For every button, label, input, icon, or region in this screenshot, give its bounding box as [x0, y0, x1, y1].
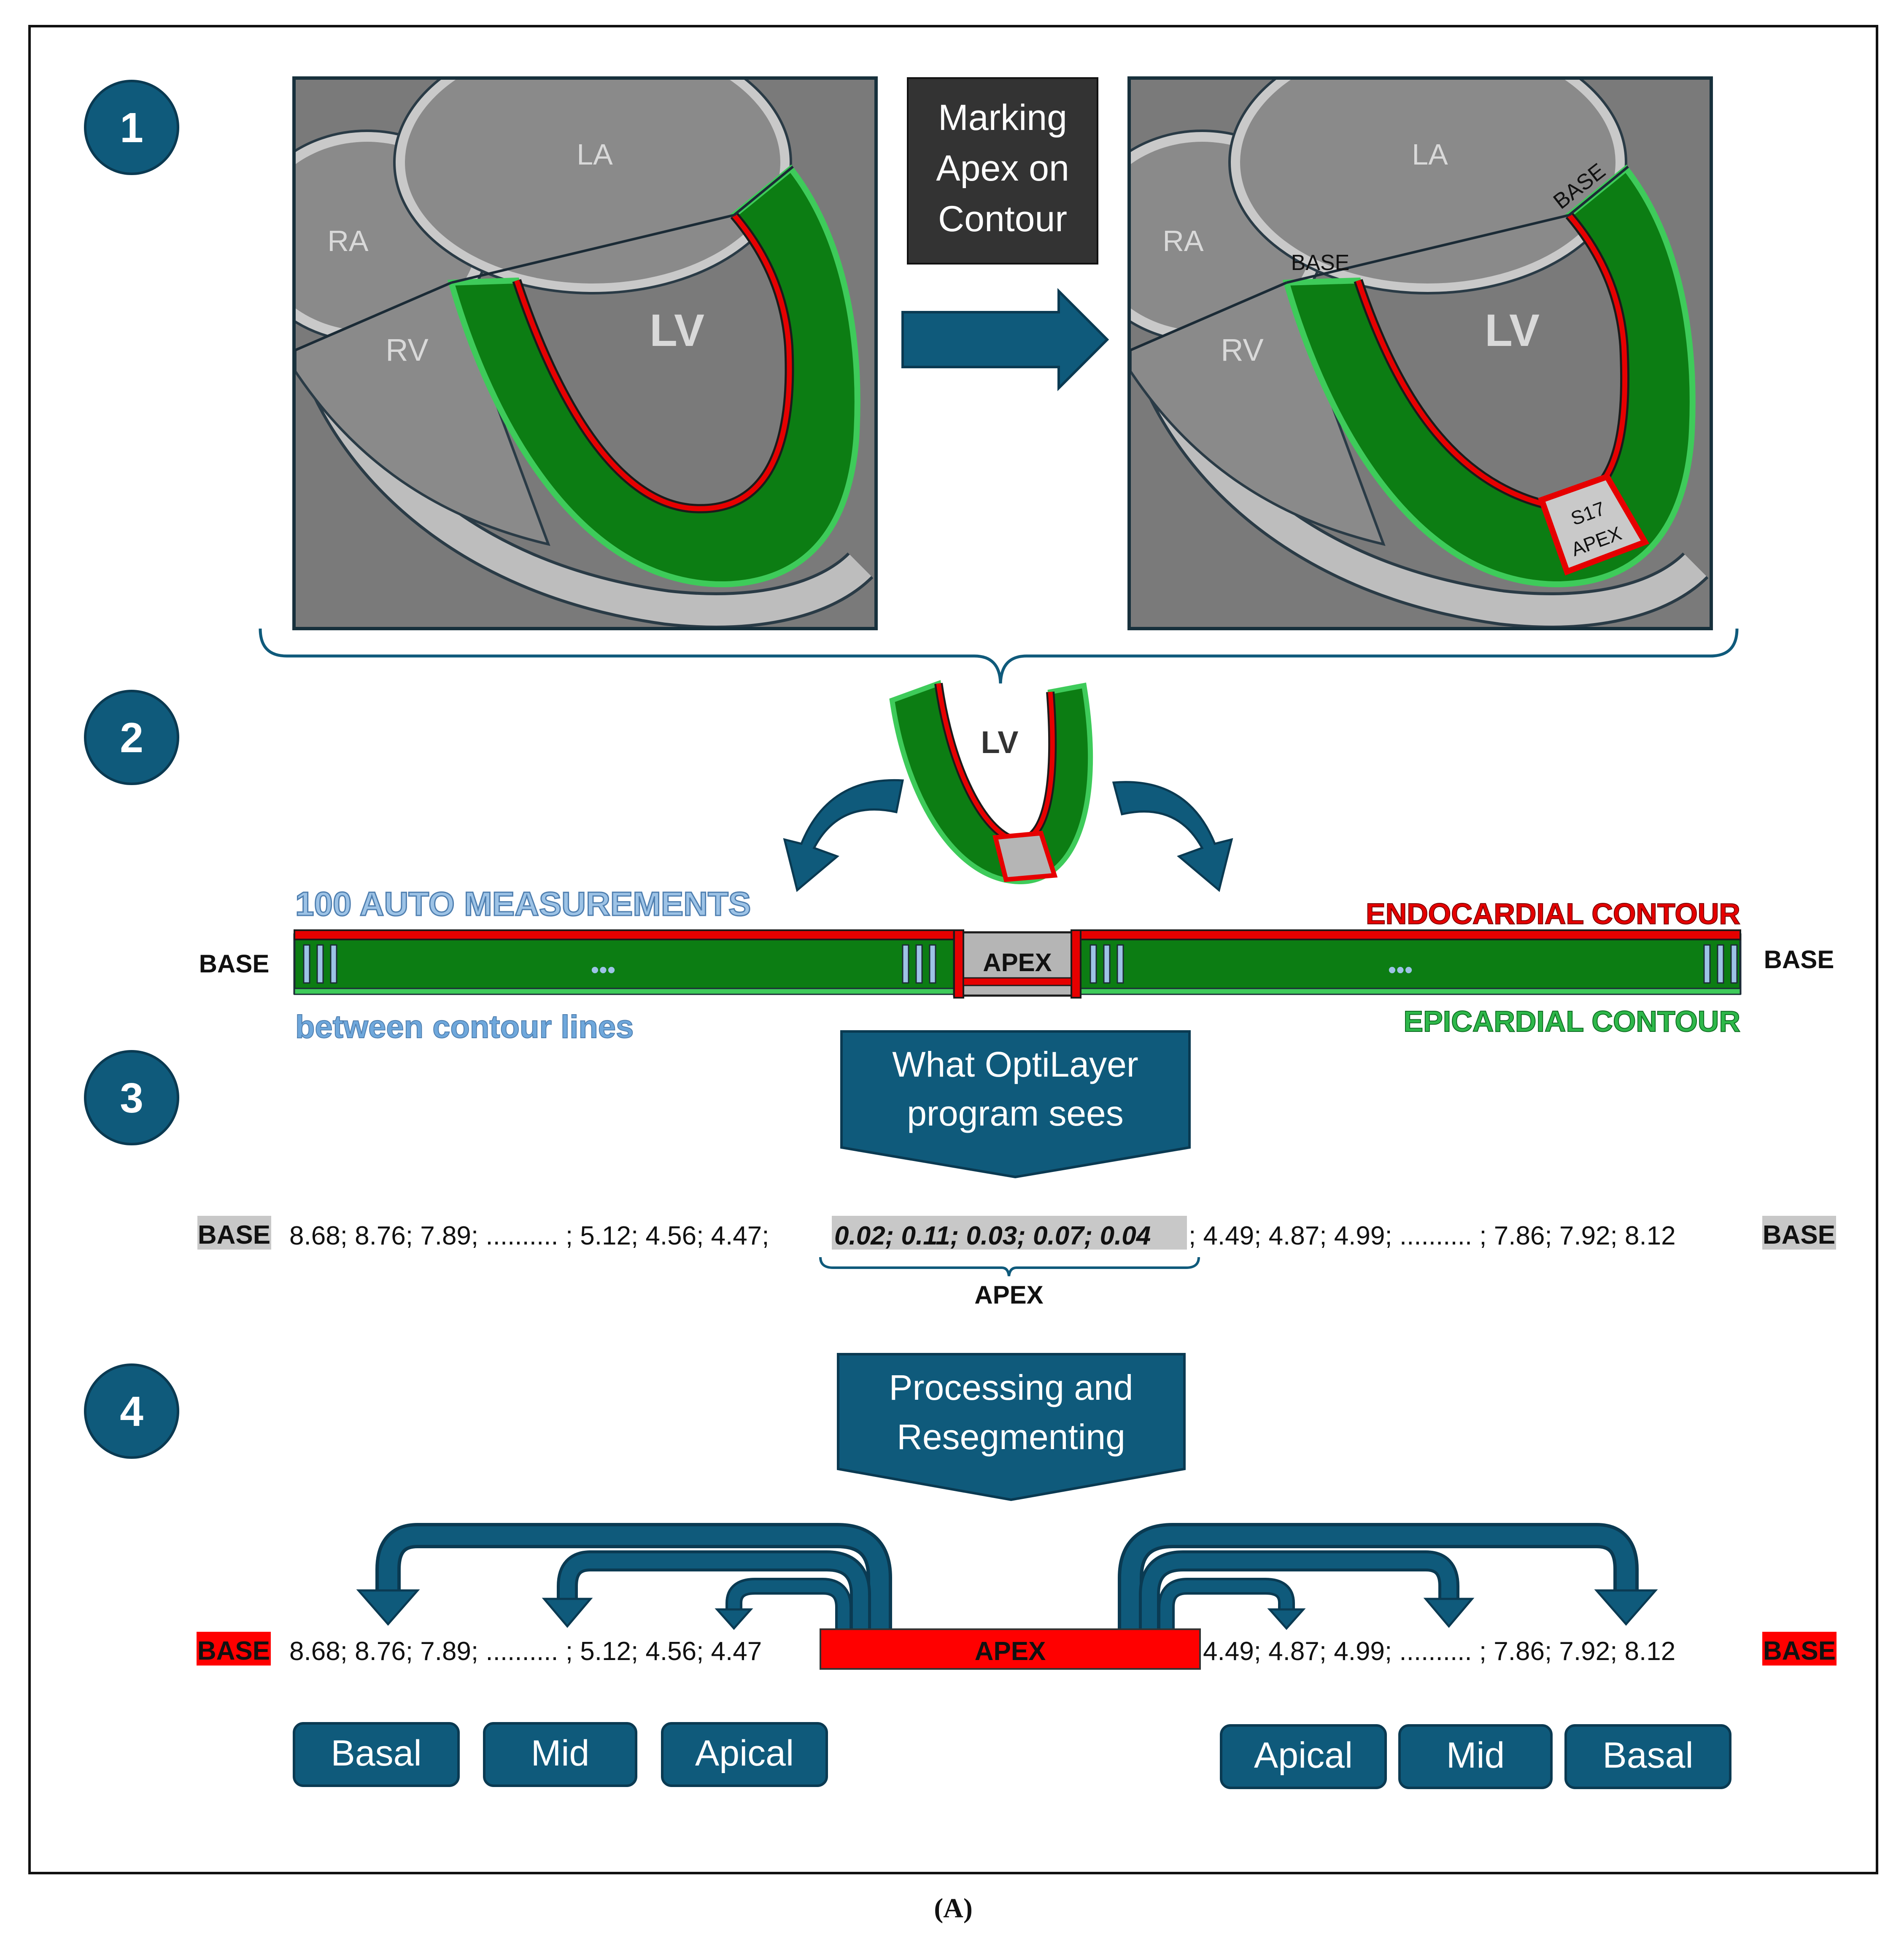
- arrowhead-left-3: [715, 1608, 753, 1630]
- strip-apex-label: APEX: [983, 948, 1052, 977]
- segment-buttons-left: Basal Mid Apical: [293, 1722, 828, 1787]
- segment-apical-right: [1220, 1724, 1387, 1789]
- arrows-right: [1118, 1523, 1639, 1628]
- epicardial-label: EPICARDIAL CONTOUR: [1403, 1005, 1740, 1038]
- resegment-apex: APEX: [975, 1637, 1046, 1666]
- processing-line-2: Resegmenting: [897, 1417, 1125, 1457]
- values-base-left: BASE: [198, 1220, 270, 1250]
- segment-buttons-right: Apical Mid Basal: [1220, 1724, 1731, 1789]
- unfolded-strip: APEX ••• •••: [293, 929, 1742, 999]
- base-right-highlight: [1762, 1216, 1836, 1250]
- apex-red-bar: [820, 1628, 1201, 1670]
- values-base-right: BASE: [1763, 1220, 1835, 1250]
- label-base-left: BASE: [1291, 251, 1350, 275]
- step-1-number: 1: [120, 104, 143, 151]
- apex-brace: [819, 1257, 1200, 1277]
- curved-arrow-right: [1112, 781, 1233, 892]
- curved-arrow-left: [783, 779, 904, 892]
- label-la: LA: [1412, 138, 1448, 171]
- arrowhead-right-2: [1423, 1598, 1475, 1628]
- lv-cutout: LV: [889, 680, 1093, 885]
- arrows-left: [375, 1523, 892, 1628]
- segment-mid-left-label: Mid: [531, 1733, 590, 1774]
- segment-mid-right: [1398, 1724, 1553, 1789]
- step-1-badge: 1: [84, 80, 179, 175]
- cutout-lv-label: LV: [981, 725, 1018, 760]
- auto-measurements-label: 100 AUTO MEASUREMENTS: [295, 885, 751, 923]
- strip-base-right: BASE: [1764, 945, 1834, 974]
- right-arrow: [901, 288, 1109, 391]
- optilayer-box: What OptiLayer program sees: [840, 1030, 1191, 1179]
- segment-apical-left-label: Apical: [695, 1733, 794, 1774]
- strip-base-left: BASE: [199, 950, 270, 978]
- resegment-base-right: BASE: [1763, 1636, 1836, 1666]
- label-ra: RA: [1162, 224, 1204, 257]
- label-rv: RV: [1221, 332, 1264, 367]
- arrowhead-left-2: [542, 1598, 593, 1628]
- step-4-number: 4: [120, 1388, 143, 1435]
- step-2-number: 2: [120, 714, 143, 761]
- ellipsis-left: •••: [591, 956, 616, 983]
- ellipsis-right: •••: [1388, 956, 1413, 983]
- segment-mid-right-label: Mid: [1446, 1735, 1505, 1776]
- values-apex: 0.02; 0.11; 0.03; 0.07; 0.04: [834, 1221, 1151, 1250]
- apex-brace-label: APEX: [974, 1281, 1043, 1309]
- marking-apex-box: Marking Apex on Contour: [907, 77, 1098, 265]
- resegment-values-right: 4.49; 4.87; 4.99; .......... ; 7.86; 7.9…: [1203, 1637, 1675, 1666]
- step-3-number: 3: [120, 1074, 143, 1122]
- segment-mid-left: [483, 1722, 637, 1787]
- optilayer-line-2: program sees: [907, 1093, 1124, 1133]
- step-3-badge: 3: [84, 1050, 179, 1145]
- base-right-red: [1762, 1632, 1837, 1666]
- arrowhead-right-3: [1267, 1608, 1306, 1630]
- label-rv: RV: [386, 332, 429, 367]
- step-4-badge: 4: [84, 1363, 179, 1459]
- values-right: ; 4.49; 4.87; 4.99; .......... ; 7.86; 7…: [1189, 1221, 1676, 1250]
- base-left-highlight: [197, 1216, 271, 1250]
- segment-basal-right: [1564, 1724, 1731, 1789]
- processing-line-1: Processing and: [889, 1368, 1133, 1407]
- segment-apical-right-label: Apical: [1254, 1735, 1353, 1776]
- marking-line-1: Marking: [938, 97, 1067, 138]
- segment-basal-right-label: Basal: [1602, 1735, 1693, 1776]
- resegment-values-left: 8.68; 8.76; 7.89; .......... ; 5.12; 4.5…: [289, 1637, 762, 1666]
- segment-basal-left: [293, 1722, 460, 1787]
- figure-caption: (A): [934, 1893, 973, 1924]
- label-la: LA: [577, 138, 613, 171]
- segment-basal-left-label: Basal: [331, 1733, 421, 1774]
- segment-apical-left: [661, 1722, 828, 1787]
- arrowhead-left-1: [356, 1589, 420, 1626]
- endocardial-label: ENDOCARDIAL CONTOUR: [1366, 897, 1740, 930]
- label-ra: RA: [327, 224, 369, 257]
- brace-panel-1: [259, 628, 1739, 684]
- apex-values-highlight: [832, 1216, 1187, 1250]
- between-contours-label: between contour lines: [295, 1009, 634, 1045]
- optilayer-line-1: What OptiLayer: [892, 1045, 1138, 1084]
- label-lv: LV: [650, 305, 704, 356]
- marking-line-2: Apex on: [936, 148, 1069, 189]
- step-2-badge: 2: [84, 690, 179, 785]
- heart-image-after: LA RA RV LV BASE BASE S17 APEX: [1127, 76, 1713, 630]
- processing-box: Processing and Resegmenting: [837, 1353, 1186, 1501]
- values-left: 8.68; 8.76; 7.89; .......... ; 5.12; 4.5…: [289, 1221, 769, 1250]
- label-lv: LV: [1485, 305, 1540, 356]
- base-left-red: [197, 1632, 271, 1666]
- resegment-base-left: BASE: [197, 1636, 270, 1666]
- heart-image-before: LA RA RV LV: [292, 76, 878, 630]
- marking-line-3: Contour: [938, 199, 1067, 239]
- arrowhead-right-1: [1594, 1589, 1658, 1626]
